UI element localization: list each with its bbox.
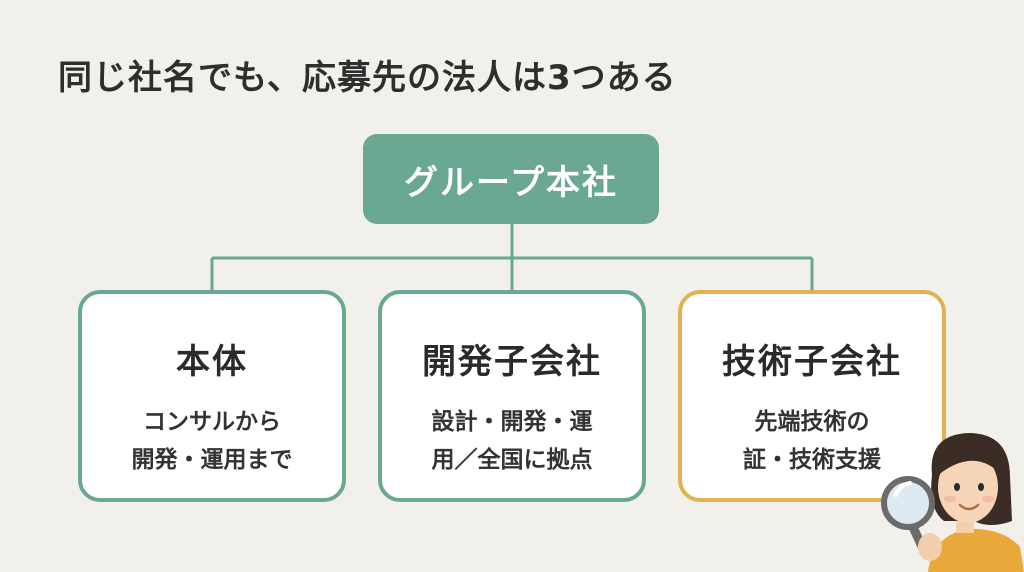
- card-title: 開発子会社: [422, 342, 602, 382]
- card-desc-line: 用／全国に拠点: [431, 447, 593, 473]
- card-desc-line: 証・技術支援: [743, 447, 881, 473]
- child-card-tech-subsidiary: 技術子会社 先端技術の 証・技術支援: [678, 290, 946, 502]
- card-description: 先端技術の 証・技術支援: [682, 403, 942, 479]
- card-description: コンサルから 開発・運用まで: [82, 403, 342, 479]
- card-desc-line: コンサルから: [143, 409, 281, 435]
- child-card-main-company: 本体 コンサルから 開発・運用まで: [78, 290, 346, 502]
- page-title: 同じ社名でも、応募先の法人は3つある: [58, 58, 677, 98]
- woman-with-magnifying-glass-icon: [881, 433, 1024, 572]
- card-description: 設計・開発・運 用／全国に拠点: [382, 403, 642, 479]
- root-node-group-hq: グループ本社: [363, 134, 659, 224]
- card-desc-line: 先端技術の: [754, 409, 870, 435]
- card-desc-line: 開発・運用まで: [131, 447, 293, 473]
- card-title: 本体: [176, 342, 248, 382]
- card-desc-line: 設計・開発・運: [431, 409, 593, 435]
- child-card-dev-subsidiary: 開発子会社 設計・開発・運 用／全国に拠点: [378, 290, 646, 502]
- card-title: 技術子会社: [722, 342, 902, 382]
